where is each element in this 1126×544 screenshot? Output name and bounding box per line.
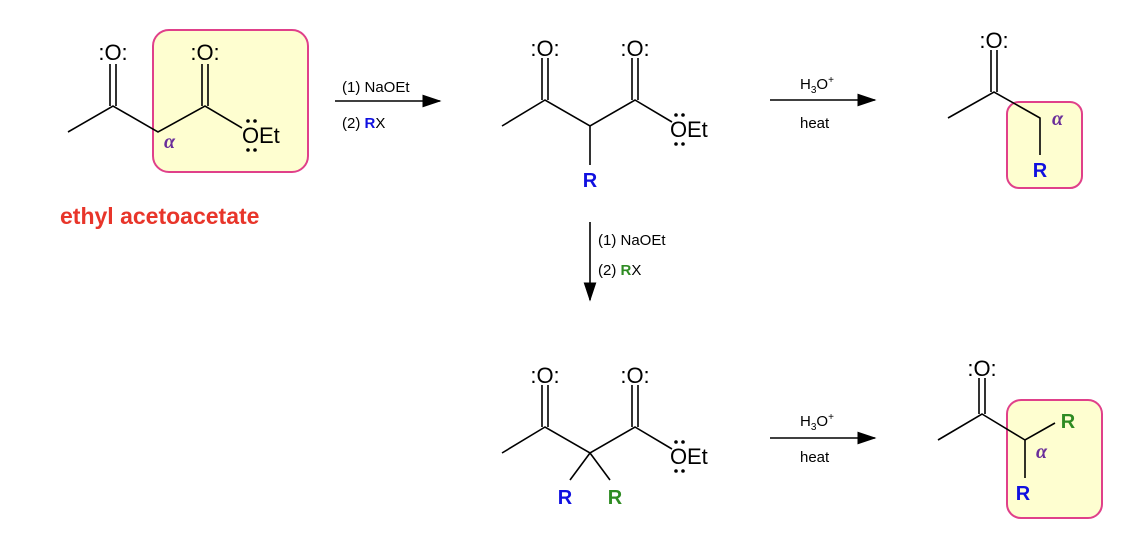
ester-carbonyl-oxygen: :O: xyxy=(190,40,219,65)
highlight-box xyxy=(1006,101,1083,189)
svg-text:(2) RX: (2) RX xyxy=(342,115,385,132)
svg-text::O:: :O: xyxy=(967,356,996,381)
svg-text:O: O xyxy=(670,117,687,142)
monoalkylated-ester-molecule: :O: :O: O Et R xyxy=(501,36,708,192)
svg-text::O:: :O: xyxy=(620,36,649,61)
svg-text:Et: Et xyxy=(259,123,280,148)
svg-text:H3O+: H3O+ xyxy=(800,75,834,96)
svg-text::O:: :O: xyxy=(979,28,1008,53)
svg-text:α: α xyxy=(1052,108,1064,130)
svg-text:O: O xyxy=(242,123,259,148)
hydrolysis-arrow-1: H3O+ heat xyxy=(770,75,877,132)
monoalkylated-ketone-molecule: :O: α R xyxy=(947,28,1083,189)
svg-text:Et: Et xyxy=(687,444,708,469)
alkylation-arrow-2: (1) NaOEt (2) RX xyxy=(583,222,666,302)
compound-name: ethyl acetoacetate xyxy=(60,203,259,229)
svg-text::O:: :O: xyxy=(530,36,559,61)
svg-text:R: R xyxy=(1016,483,1031,505)
ketone-oxygen: :O: xyxy=(98,40,127,65)
dialkylated-ketone-molecule: :O: R α R xyxy=(937,356,1103,519)
svg-text:Et: Et xyxy=(687,117,708,142)
svg-text:O: O xyxy=(670,444,687,469)
dialkylated-ester-molecule: :O: :O: O Et R R xyxy=(501,363,708,509)
svg-text:R: R xyxy=(608,487,623,509)
svg-text:R: R xyxy=(558,487,573,509)
alpha-label: α xyxy=(164,131,176,153)
svg-text:R: R xyxy=(1061,411,1076,433)
svg-text::O:: :O: xyxy=(620,363,649,388)
highlight-box xyxy=(1006,399,1103,519)
svg-text:(1) NaOEt: (1) NaOEt xyxy=(598,232,666,249)
svg-text::O:: :O: xyxy=(530,363,559,388)
svg-text:R: R xyxy=(1033,160,1048,182)
ester-oxygen-ethyl: O Et xyxy=(242,119,280,152)
ethyl-acetoacetate-molecule: :O: :O: O Et α xyxy=(67,29,309,173)
svg-text:heat: heat xyxy=(800,449,830,466)
alkylation-arrow-1: (1) NaOEt (2) RX xyxy=(335,79,442,132)
svg-text:(2) RX: (2) RX xyxy=(598,262,641,279)
hydrolysis-arrow-2: H3O+ heat xyxy=(770,412,877,466)
highlight-box xyxy=(152,29,309,173)
svg-text:(1) NaOEt: (1) NaOEt xyxy=(342,79,410,96)
r-group-blue: R xyxy=(583,170,598,192)
svg-text:H3O+: H3O+ xyxy=(800,412,834,433)
svg-text:α: α xyxy=(1036,441,1048,463)
svg-text:heat: heat xyxy=(800,115,830,132)
